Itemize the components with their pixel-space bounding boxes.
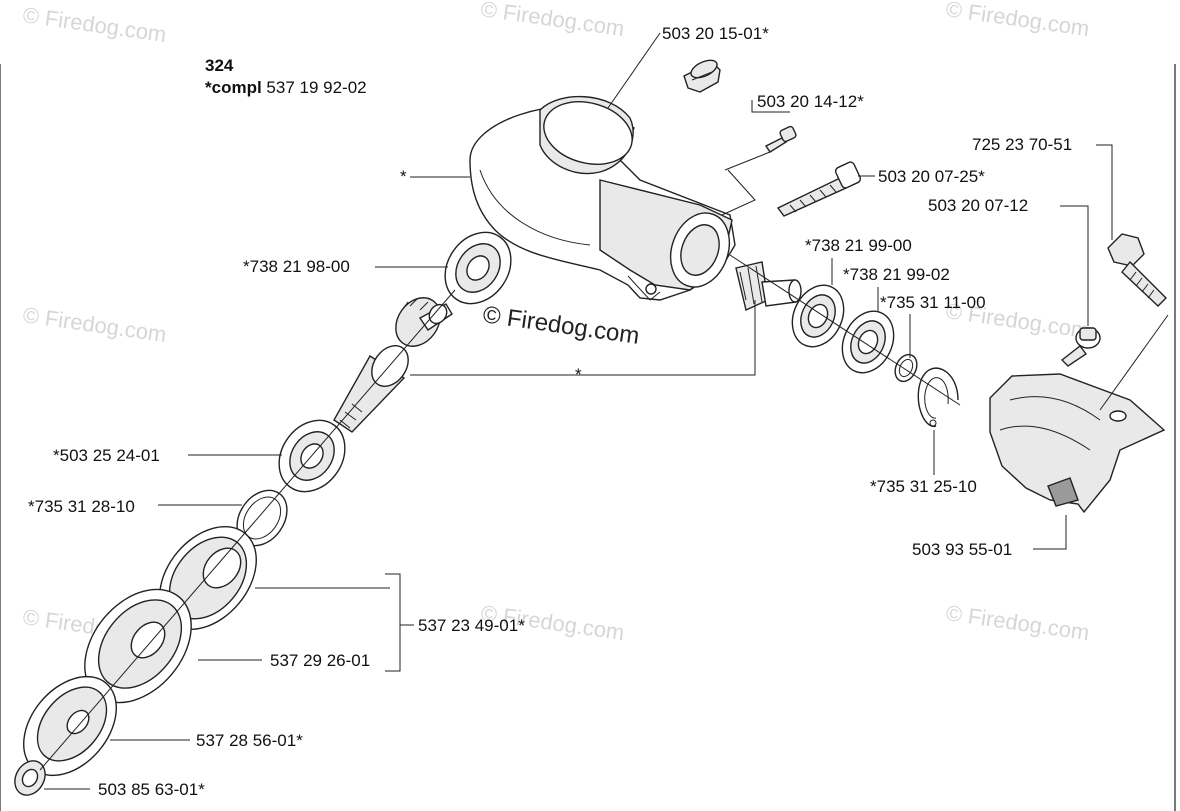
flange-screw-part [1060,327,1101,367]
part-label: 503 20 07-25* [878,167,985,186]
leader-lines [44,32,1169,790]
circlip-part [917,367,959,427]
complete-assembly-label: *compl 537 19 92-02 [205,78,367,97]
gear-shaft-part [333,297,453,433]
part-label: 503 93 55-01 [912,540,1012,559]
bearing-part [841,310,895,374]
part-label: *738 21 99-00 [805,236,912,255]
hex-bolt-part [1107,233,1167,307]
model-number: 324 [205,56,234,75]
assembly-axis-line [39,289,456,771]
watermark-text: © Firedog.com [479,0,626,41]
part-label: * [400,167,407,186]
part-label: 503 20 14-12* [757,92,864,111]
watermark-text: © Firedog.com [944,600,1091,645]
bearing-part [444,231,512,305]
plug-screw-part [683,59,721,93]
part-label: 725 23 70-51 [972,135,1072,154]
part-label: *735 31 11-00 [880,293,986,312]
retaining-ring-part [894,353,918,383]
part-label: 503 20 15-01* [662,24,769,43]
bearing-part [791,284,845,348]
watermark-text: © Firedog.com [21,302,168,347]
part-label: *735 31 28-10 [28,497,135,516]
part-label: 503 20 07-12 [928,196,1028,215]
part-label: 503 85 63-01* [98,780,205,799]
cup-washer-part [84,588,192,704]
part-label: 537 29 26-01 [270,651,370,670]
bevel-pinion-part [735,261,802,311]
guard-part [989,373,1166,514]
part-label: 537 23 49-01* [418,616,525,635]
part-label: 537 28 56-01* [196,731,303,750]
part-label: *735 31 25-10 [870,477,977,496]
gear-housing-part [469,95,736,301]
long-bolt-part [776,161,862,217]
watermark-text: © Firedog.com [21,2,168,47]
part-label: *738 21 98-00 [243,257,350,276]
assembly-axis-line [729,254,961,406]
part-label: *738 21 99-02 [843,265,950,284]
part-label: *503 25 24-01 [53,446,160,465]
support-cup-part [23,675,117,777]
watermark-center-text: © Firedog.com [481,301,641,350]
small-screw-part [764,125,797,153]
part-label: * [575,365,582,384]
watermark-text: © Firedog.com [944,0,1091,41]
nut-part [14,760,46,796]
